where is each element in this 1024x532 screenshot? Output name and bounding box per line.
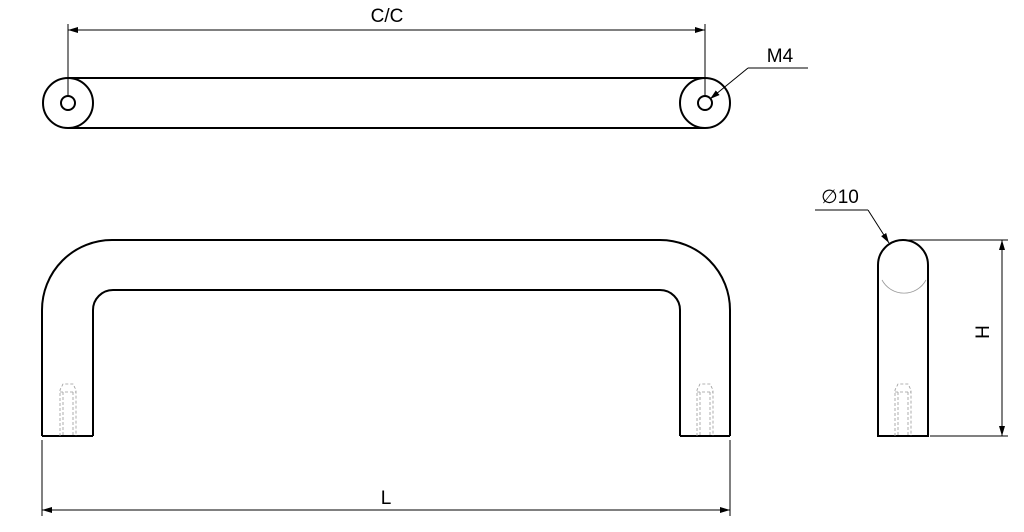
m4-leader-arrow: [709, 67, 749, 100]
h-dimension-label: H: [973, 325, 994, 339]
cc-dimension-label: C/C: [371, 6, 404, 27]
side-view-outline: [877, 239, 929, 437]
top-view-right-hole: [697, 95, 713, 111]
m4-thread-label: M4: [767, 46, 794, 67]
right-hidden-thread: [696, 383, 714, 436]
left-hidden-thread: [59, 383, 77, 436]
top-view-left-hole: [60, 95, 76, 111]
side-view-hidden-curve: [881, 279, 927, 294]
front-view-inner-outline: [92, 289, 681, 436]
side-view: ∅10 H: [815, 187, 1008, 437]
diameter-leader-arrow: [867, 209, 890, 244]
l-dimension-label: L: [381, 488, 392, 509]
front-view: L: [41, 239, 731, 516]
side-hidden-thread: [894, 383, 912, 436]
front-view-outer-outline: [41, 239, 731, 436]
top-view: C/C M4: [42, 6, 808, 129]
diameter-label: ∅10: [821, 187, 859, 208]
